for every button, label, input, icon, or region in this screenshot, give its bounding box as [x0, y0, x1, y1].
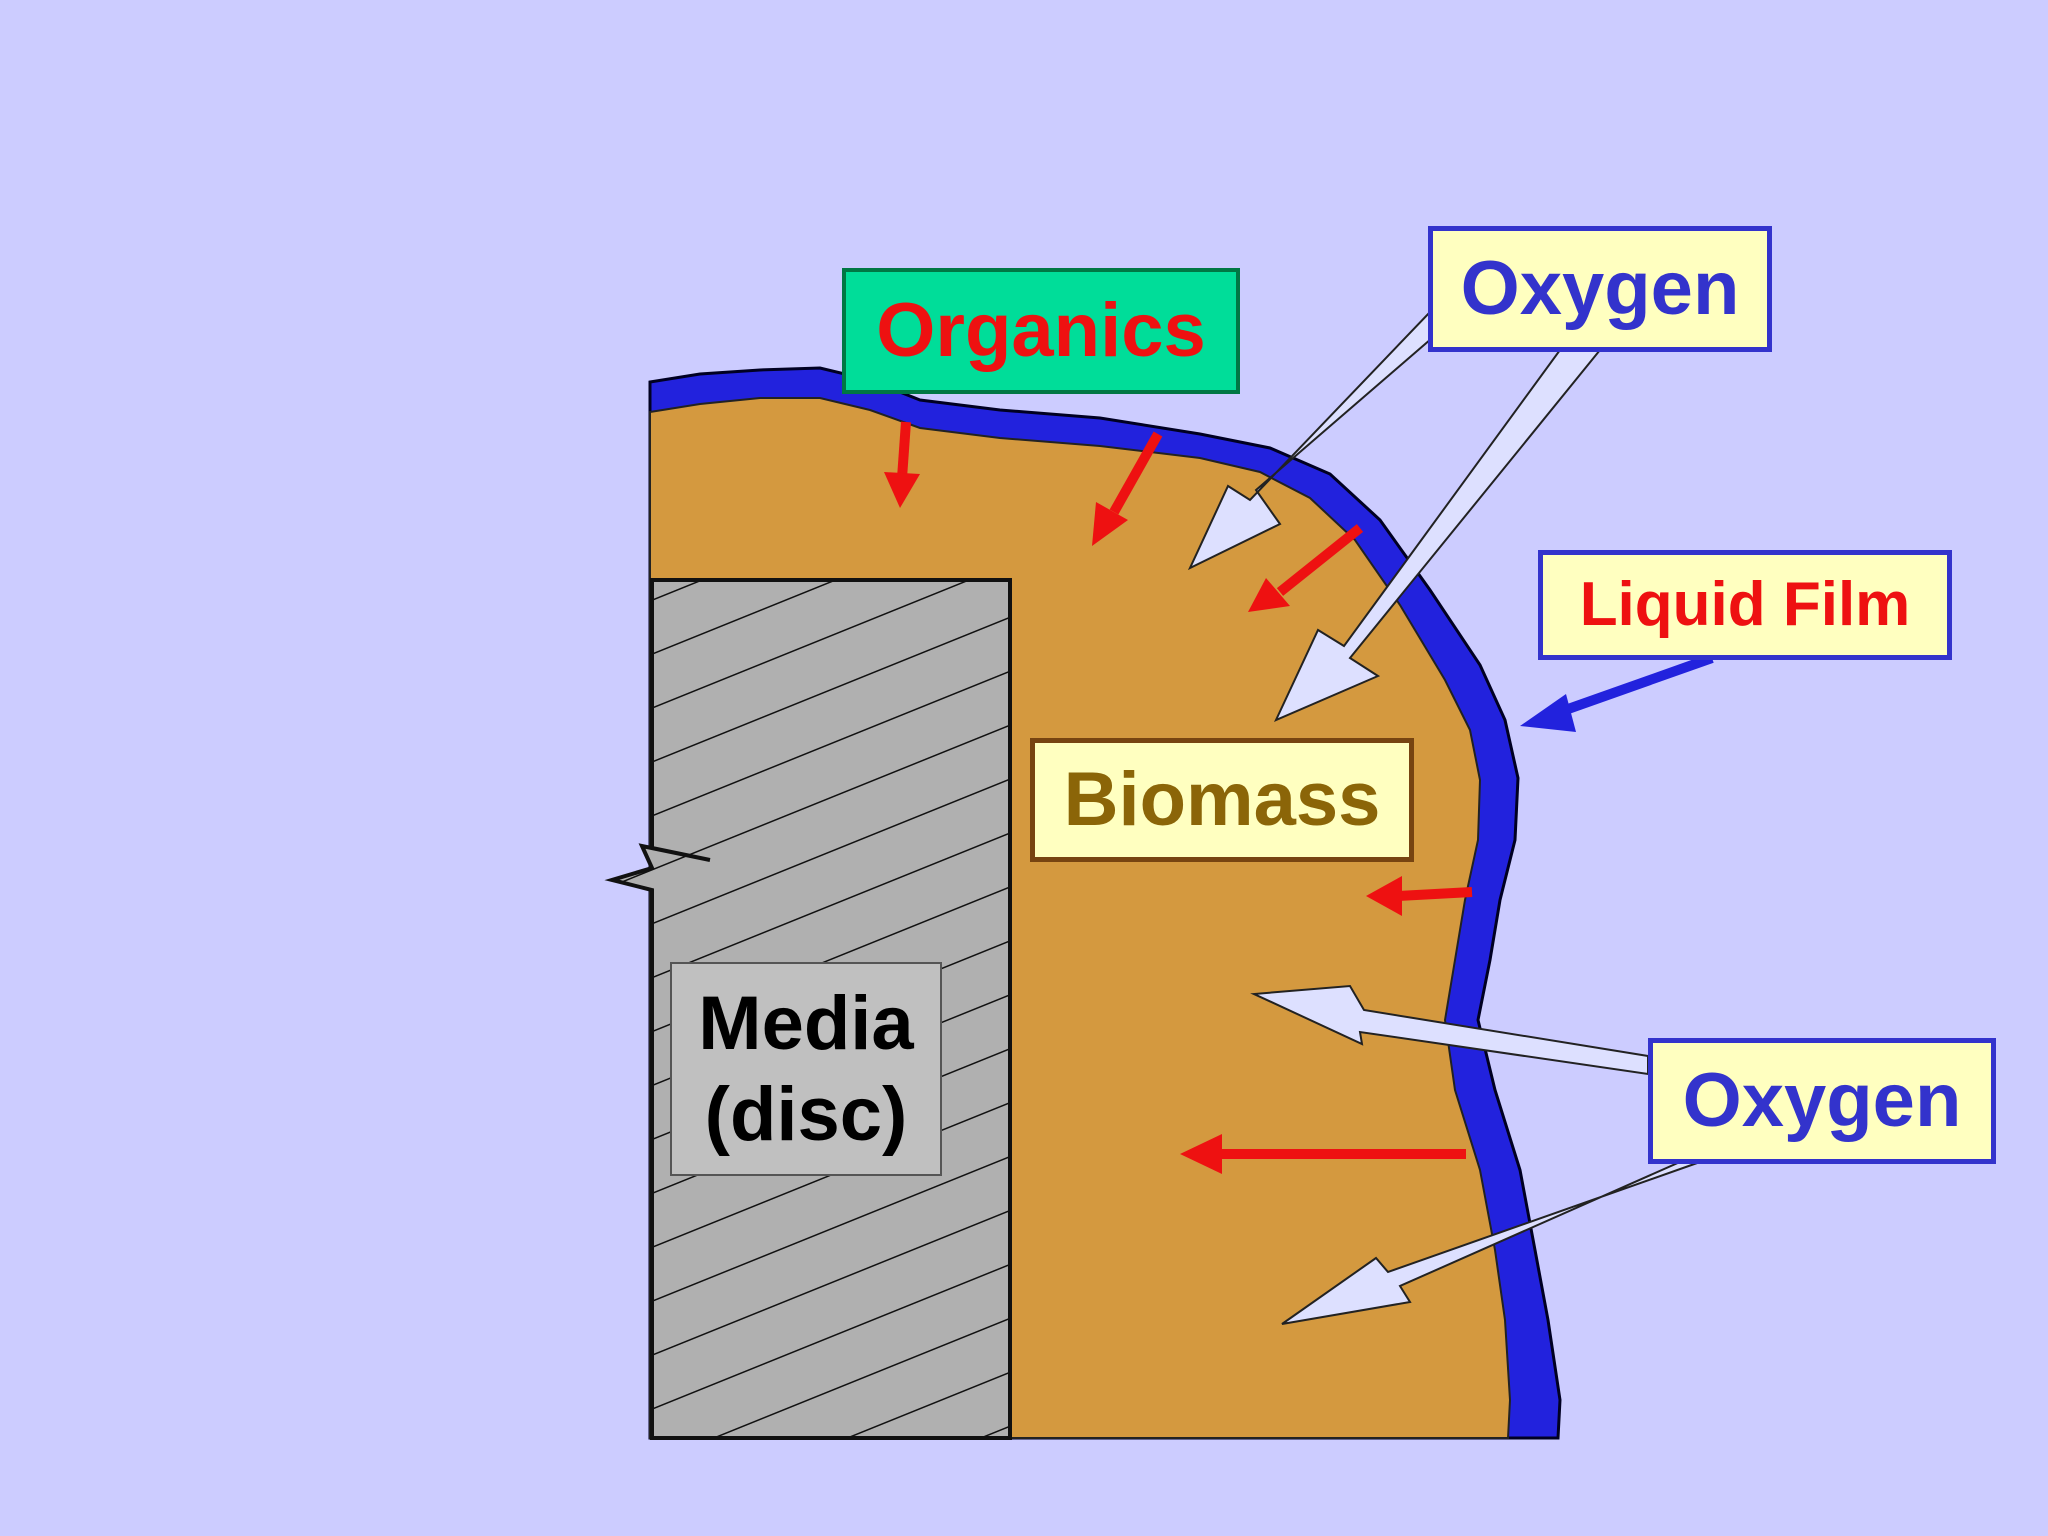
organics-arrow: [1366, 876, 1473, 916]
organics-arrow: [884, 421, 920, 508]
organics-arrow: [1180, 1134, 1466, 1174]
organics-label: Organics: [842, 268, 1240, 394]
media-label-line1: Media: [698, 980, 914, 1066]
oxygen-arrow: [1273, 349, 1603, 722]
oxygen-top-label: Oxygen: [1428, 226, 1772, 352]
organics-arrow: [1092, 431, 1163, 546]
liquid-film-label-text: Liquid Film: [1579, 570, 1911, 639]
biomass-label-text: Biomass: [1063, 757, 1381, 842]
organics-arrows: [884, 421, 1473, 1174]
organics-arrow: [1248, 524, 1364, 612]
media-label: Media (disc): [670, 962, 942, 1176]
oxygen-arrow: [1250, 984, 1649, 1076]
liquid-film-pointer-arrow: [1520, 653, 1714, 732]
oxygen-arrow: [1281, 1161, 1701, 1325]
media-label-line2: (disc): [704, 1072, 908, 1157]
organics-label-text: Organics: [876, 288, 1206, 373]
oxygen-arrow: [1187, 310, 1448, 571]
oxygen-bottom-label-text: Oxygen: [1682, 1058, 1962, 1143]
oxygen-top-label-text: Oxygen: [1460, 246, 1740, 331]
liquid-film-label: Liquid Film: [1538, 550, 1952, 660]
biomass-label: Biomass: [1030, 738, 1414, 862]
oxygen-bottom-label: Oxygen: [1648, 1038, 1996, 1164]
oxygen-arrows: [1187, 310, 1701, 1325]
